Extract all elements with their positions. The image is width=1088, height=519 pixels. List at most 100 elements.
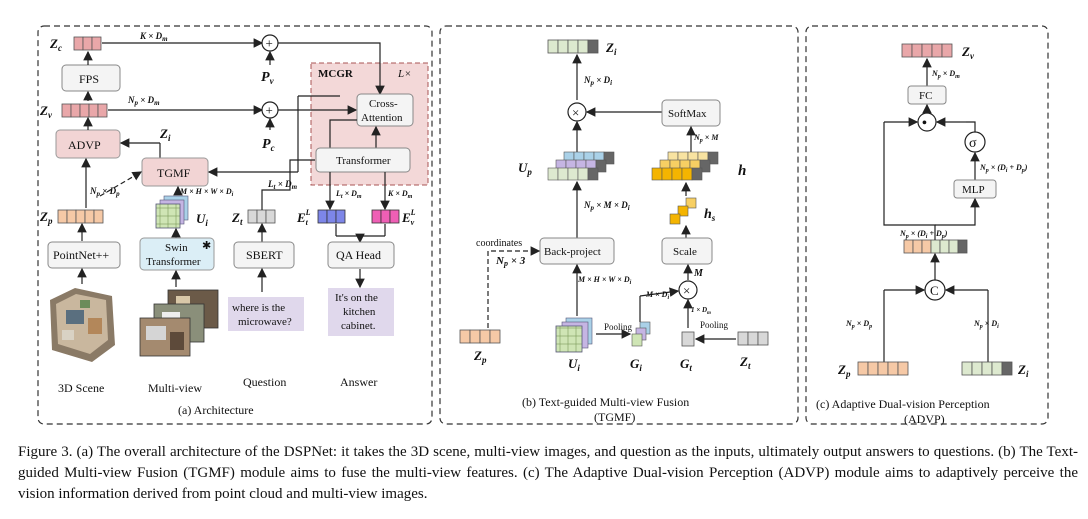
npm-label: Np × M bbox=[693, 133, 719, 144]
coordinates-label: coordinates bbox=[476, 238, 522, 249]
zt-label-b: Zt bbox=[739, 354, 751, 371]
zp-label-b: Zp bbox=[473, 348, 487, 365]
ui-label-b: Ui bbox=[568, 356, 580, 373]
fps-label: FPS bbox=[79, 72, 99, 86]
transformer-label: Transformer bbox=[336, 155, 391, 167]
ltdm-label-a: Lt × Dm bbox=[267, 179, 298, 191]
zi-tokens-c bbox=[961, 361, 1013, 376]
zp-label-c: Zp bbox=[837, 362, 851, 379]
figure-canvas: MCGR L× Zc K × Dm + Pv FPS Zv Np × Dm + … bbox=[37, 25, 1049, 426]
question-line-1: where is the bbox=[232, 302, 285, 314]
question-box bbox=[228, 297, 304, 331]
backproject-label: Back-project bbox=[544, 246, 601, 258]
scale-label: Scale bbox=[673, 246, 697, 258]
add-pc-icon: + bbox=[266, 103, 273, 118]
label-question: Question bbox=[243, 375, 286, 389]
up-label: Up bbox=[518, 160, 532, 177]
multiview-images bbox=[139, 289, 219, 357]
up-tokens bbox=[547, 151, 615, 181]
ui-label-a: Ui bbox=[196, 211, 208, 228]
qa-head-box bbox=[327, 241, 395, 269]
concat-icon: C bbox=[930, 283, 939, 298]
multiply-icon-top: × bbox=[572, 105, 579, 120]
elementwise-product-node bbox=[917, 112, 937, 132]
mhwd-label-b: M × H × W × Di bbox=[577, 275, 632, 286]
hs-tokens bbox=[669, 197, 697, 225]
add-pv-icon: + bbox=[266, 36, 273, 51]
sigmoid-icon: σ bbox=[969, 136, 977, 151]
answer-line-2: kitchen bbox=[343, 306, 376, 318]
npdi-label-b: Np × Di bbox=[583, 75, 612, 87]
h-label: h bbox=[738, 163, 746, 179]
gt-token bbox=[681, 331, 695, 347]
ui-grid-cube-b bbox=[555, 317, 593, 353]
pointnet-label: PointNet++ bbox=[53, 248, 109, 262]
figure-caption: Figure 3. (a) The overall architecture o… bbox=[18, 444, 1078, 502]
zp-tokens-b bbox=[459, 329, 501, 344]
panel-c-frame bbox=[805, 25, 1049, 425]
m-label: M bbox=[693, 268, 704, 279]
cross-attention-label-2: Attention bbox=[361, 112, 403, 124]
zi-label-c: Zi bbox=[1017, 362, 1029, 379]
zt-label-a: Zt bbox=[231, 210, 243, 227]
question-line-2: microwave? bbox=[238, 316, 292, 328]
npmdi-label: Np × M × Di bbox=[583, 200, 630, 212]
mlp-label: MLP bbox=[962, 184, 985, 196]
elementwise-product-icon: • bbox=[922, 116, 927, 131]
panel-b-caption-2: (TGMF) bbox=[594, 410, 635, 424]
swin-label-1: Swin bbox=[165, 242, 188, 254]
panel-c-caption-2: (ADVP) bbox=[904, 412, 945, 426]
tgmf-label: TGMF bbox=[157, 166, 191, 180]
panel-b-frame bbox=[439, 25, 799, 425]
zp-label-a: Zp bbox=[39, 209, 53, 226]
evl-tokens bbox=[371, 209, 400, 224]
np-dp-label: Np × Dp bbox=[89, 186, 120, 198]
mdi-label: M × Di bbox=[645, 290, 669, 301]
npdidp-left-label: Np × (Di + Dp) bbox=[899, 229, 948, 240]
kdm-label: K × Dm bbox=[139, 31, 168, 43]
cross-attention-label-1: Cross- bbox=[369, 98, 398, 110]
npdm-label-c: Np × Dm bbox=[931, 69, 960, 80]
ui-grid-cube-a bbox=[155, 195, 189, 229]
label-multiview: Multi-view bbox=[148, 381, 202, 395]
softmax-label: SoftMax bbox=[668, 108, 707, 120]
zi-tokens-b-top bbox=[547, 39, 599, 54]
cross-attention-box bbox=[356, 93, 414, 127]
label-answer: Answer bbox=[340, 375, 377, 389]
zv-tokens bbox=[61, 103, 108, 118]
multiply-icon-bottom: × bbox=[683, 283, 690, 298]
zi-label-a: Zi bbox=[159, 126, 171, 143]
zt-tokens-b bbox=[737, 331, 769, 346]
fc-label: FC bbox=[919, 90, 932, 102]
zv-tokens-c bbox=[901, 43, 953, 58]
panel-c-caption-1: (c) Adaptive Dual-vision Perception bbox=[816, 397, 990, 411]
transformer-box bbox=[315, 147, 411, 173]
advp-label: ADVP bbox=[68, 138, 101, 152]
mhwd-label-a: M × H × W × Di bbox=[179, 187, 234, 198]
gt-label: Gt bbox=[680, 356, 692, 373]
panel-b-caption-1: (b) Text-guided Multi-view Fusion bbox=[522, 395, 689, 409]
sbert-label: SBERT bbox=[246, 248, 283, 262]
concat-tokens bbox=[903, 239, 968, 254]
zv-label: Zv bbox=[39, 103, 53, 120]
np3-label: Np × 3 bbox=[495, 255, 526, 268]
zt-tokens-a bbox=[247, 209, 276, 224]
mcgr-label: MCGR bbox=[318, 68, 354, 80]
etl-tokens bbox=[317, 209, 346, 224]
frozen-snowflake-icon: ✱ bbox=[202, 240, 211, 252]
answer-line-1: It's on the bbox=[335, 292, 378, 304]
zc-tokens bbox=[73, 36, 102, 51]
answer-line-3: cabinet. bbox=[341, 320, 376, 332]
zi-label-b-top: Zi bbox=[605, 40, 617, 57]
npdp-label-c: Np × Dp bbox=[845, 319, 872, 330]
zp-tokens-a bbox=[57, 209, 104, 224]
pv-label: Pv bbox=[261, 70, 275, 86]
panel-a-frame bbox=[37, 25, 433, 425]
zp-tokens-c bbox=[857, 361, 909, 376]
swin-label-2: Transformer bbox=[146, 256, 201, 268]
gi-label: Gi bbox=[630, 356, 642, 373]
qa-head-label: QA Head bbox=[336, 248, 381, 262]
pooling-label-1: Pooling bbox=[604, 322, 633, 332]
mcgr-repeat-label: L× bbox=[397, 68, 412, 80]
